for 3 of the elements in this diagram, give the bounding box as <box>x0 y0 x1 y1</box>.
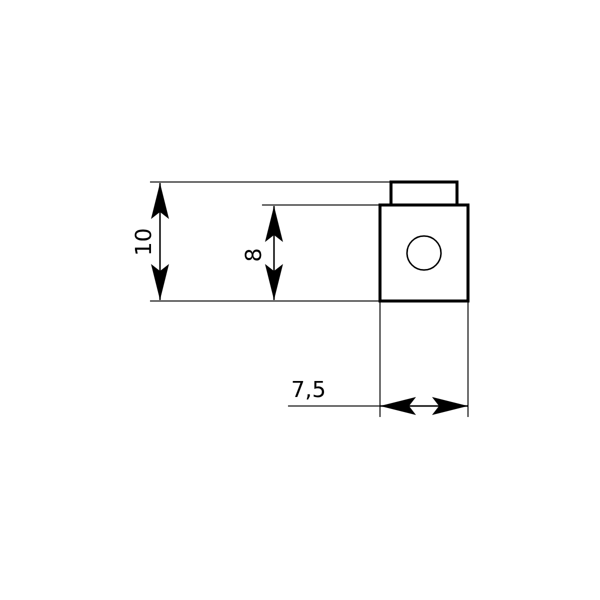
dimension-label: 7,5 <box>291 380 326 402</box>
dimension-label: 10 <box>134 228 156 256</box>
dimension-label: 8 <box>244 248 266 262</box>
